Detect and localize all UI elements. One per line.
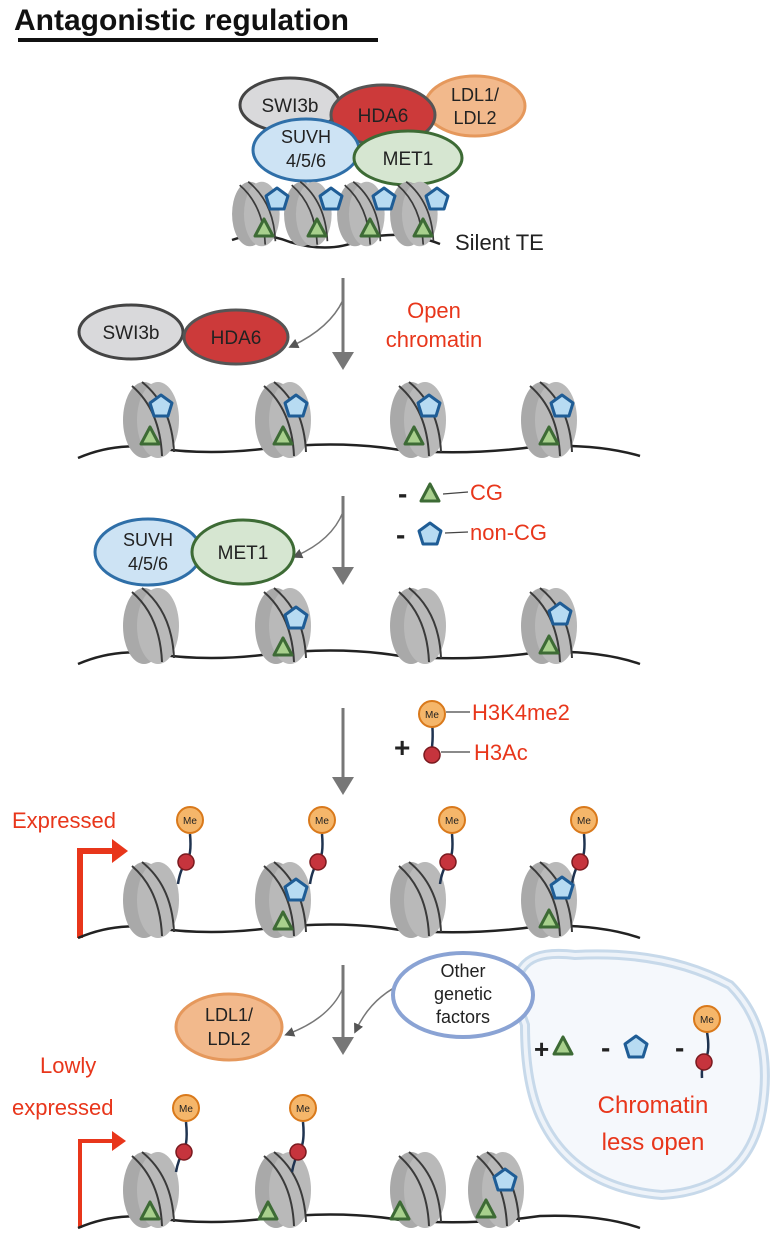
lowly-expressed-line2: expressed [12,1095,114,1120]
me-label: Me [183,816,197,827]
swi3b-label: SWI3b [261,96,318,117]
nucleosome-icon [389,861,447,939]
ldl-label-line2: LDL2 [207,1029,250,1049]
minus-sign: - [398,478,407,509]
suvh-label-line1: SUVH [123,530,173,550]
nucleosome-icon [254,381,312,459]
minus-sign: - [396,519,405,550]
stage-open-chromatin: SWI3b HDA6 Open chromatin [77,298,641,460]
open-chromatin-line1: Open [407,298,461,323]
h3ac-dot-icon [175,1143,193,1161]
h3k4me2-label: H3K4me2 [472,700,570,725]
plus-sign: + [534,1034,549,1064]
h3ac-dot-icon [571,853,589,871]
ldl-label-line2: LDL2 [453,108,496,128]
me-label: Me [700,1015,714,1026]
ldl-protein [174,992,284,1062]
me-label: Me [179,1104,193,1115]
me-label: Me [425,710,439,721]
stage-demethylation: - CG - non-CG SUVH 4/5/6 MET1 [77,478,641,666]
suvh-label-line2: 4/5/6 [128,554,168,574]
page-title: Antagonistic regulation [14,4,349,37]
h3ac-dot-icon [177,853,195,871]
suvh-protein [93,517,203,587]
pentagon-non-cg-methylation-icon [417,521,443,546]
ldl-label-line1: LDL1/ [451,85,499,105]
hda6-label: HDA6 [211,328,262,349]
stage-lowly-expressed: Other genetic factors LDL1/ LDL2 + - - M… [12,951,721,1230]
cg-label: CG [470,480,503,505]
me-label: Me [445,816,459,827]
chromatin-less-open-cloud [511,948,770,1201]
nucleosome-icon [122,381,180,459]
other-factors-line2: genetic [434,984,492,1004]
ldl-label-line1: LDL1/ [205,1005,253,1025]
swi3b-protein [77,303,185,361]
h3ac-dot-icon [423,746,441,764]
plus-sign: + [394,732,410,763]
minus-sign: - [675,1032,684,1063]
me-label: Me [315,816,329,827]
hda6-label: HDA6 [358,106,409,127]
non-cg-label: non-CG [470,520,547,545]
other-genetic-factors-bubble [391,951,535,1039]
me-label: Me [296,1104,310,1115]
nucleosome-icon [520,381,578,459]
met1-label: MET1 [218,543,269,564]
silent-te-label: Silent TE [455,230,544,255]
transcription-arrow-icon [77,848,118,938]
expressed-label: Expressed [12,808,116,833]
lowly-expressed-line1: Lowly [40,1053,96,1078]
triangle-cg-methylation-icon [419,482,441,503]
h3ac-label: H3Ac [474,740,528,765]
open-chromatin-line2: chromatin [386,327,483,352]
nucleosome-icon [389,587,447,665]
chromatin-less-open-line2: less open [602,1129,705,1156]
stage-silent-te: SWI3b LDL1/ LDL2 HDA6 SUVH 4/5/6 MET1 Si… [231,74,544,255]
nucleosome-icon [122,587,180,665]
h3ac-dot-icon [695,1053,713,1071]
other-factors-line1: Other [440,961,485,981]
other-factors-line3: factors [436,1007,490,1027]
minus-sign: - [601,1032,610,1063]
histone-mark-legend: Me H3K4me2 H3Ac + [394,700,570,765]
suvh-label-line2: 4/5/6 [286,151,326,171]
chromatin-less-open-line1: Chromatin [598,1092,709,1119]
met1-protein [190,518,296,586]
nucleosome-icon [389,381,447,459]
hda6-protein [182,308,290,366]
stage-expressed: Expressed Me Me Me Me [12,806,641,940]
met1-label: MET1 [383,149,434,170]
swi3b-label: SWI3b [102,323,159,344]
h3ac-dot-icon [439,853,457,871]
h3ac-dot-icon [289,1143,307,1161]
me-label: Me [577,816,591,827]
nucleosome-icon [122,861,180,939]
suvh-label-line1: SUVH [281,127,331,147]
transcription-arrow-icon [78,1139,116,1228]
h3ac-dot-icon [309,853,327,871]
